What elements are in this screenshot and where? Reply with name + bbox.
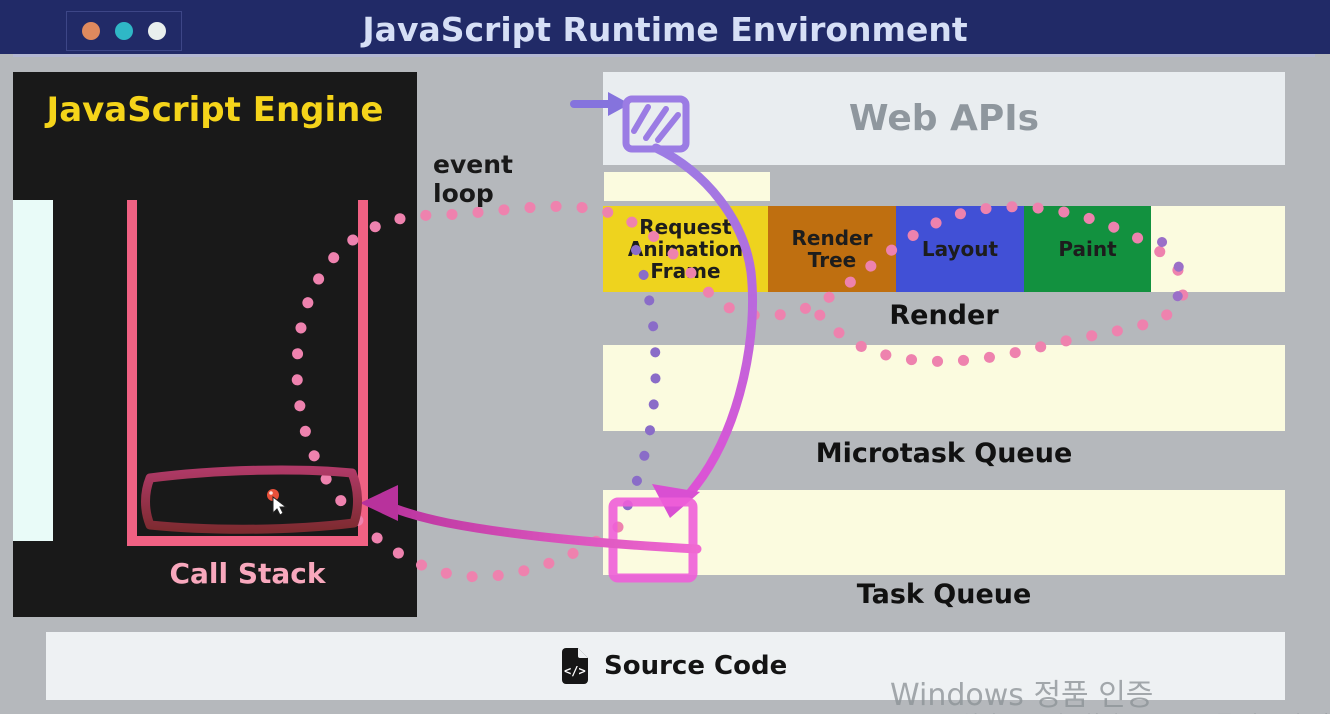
memory-heap-box (13, 200, 53, 541)
windows-activation-watermark: Windows 정품 인증 (890, 678, 1154, 713)
event-loop-label: event loop (433, 150, 513, 208)
source-code-group: </> Source Code (560, 646, 787, 686)
window-controls (66, 11, 182, 51)
window-title: JavaScript Runtime Environment (362, 10, 968, 49)
render-stage-paint: Paint (1024, 206, 1151, 292)
microtask-queue-label: Microtask Queue (815, 438, 1073, 469)
task-queue-box (603, 490, 1285, 575)
render-stage-layout: Layout (896, 206, 1024, 292)
task-queue-label: Task Queue (856, 579, 1032, 610)
window-control-teal[interactable] (115, 22, 133, 40)
call-stack-label: Call Stack (169, 557, 326, 590)
svg-text:</>: </> (564, 664, 586, 678)
window-control-orange[interactable] (82, 22, 100, 40)
call-stack-right-wall (358, 200, 368, 546)
javascript-engine-title: JavaScript Engine (46, 90, 384, 130)
title-bar (0, 0, 1330, 54)
call-stack-left-wall (127, 200, 137, 546)
render-stage-render-tree: Render Tree (768, 206, 896, 292)
code-file-icon: </> (562, 648, 588, 684)
window-control-white[interactable] (148, 22, 166, 40)
title-bar-divider (13, 54, 1315, 57)
microtask-queue-box (603, 345, 1285, 431)
source-code-bar (46, 632, 1285, 700)
render-label: Render (889, 300, 999, 331)
source-code-label: Source Code (604, 651, 788, 681)
call-stack-bottom-wall (127, 536, 368, 546)
windows-activation-watermark-line2: '설정'으로 이동하여 Windows를 정품 인증합니다. (955, 707, 1330, 714)
render-stage-request-animation-frame: Request Animation Frame (603, 206, 768, 292)
pending-callback-box (604, 172, 770, 201)
web-apis-title: Web APIs (848, 98, 1040, 139)
